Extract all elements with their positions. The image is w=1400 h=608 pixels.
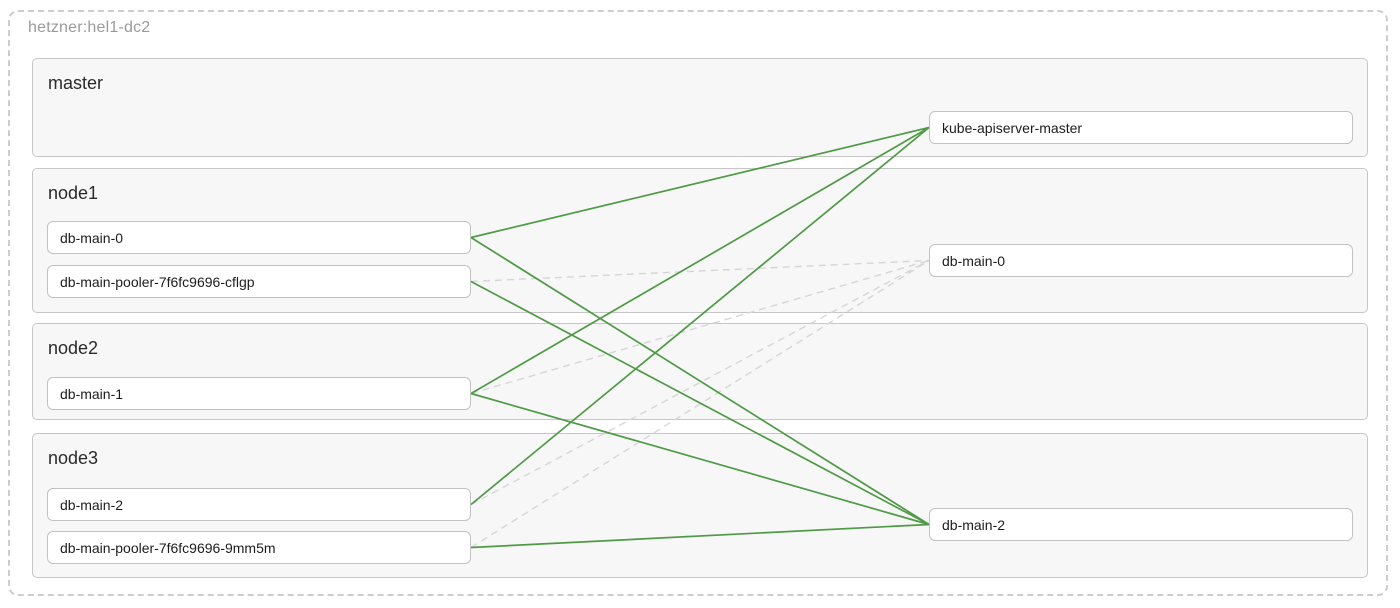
- endpoint-box-db-main-0[interactable]: db-main-0: [929, 244, 1353, 277]
- endpoint-box-db-main-2[interactable]: db-main-2: [929, 508, 1353, 541]
- node-group-label: node2: [48, 338, 99, 358]
- node-group-node2: node2 db-main-1: [32, 323, 1368, 420]
- datacenter-region-label: hetzner:hel1-dc2: [28, 19, 151, 36]
- pod-box-db-main-pooler-cflgp[interactable]: db-main-pooler-7f6fc9696-cflgp: [47, 265, 471, 298]
- pod-box-kube-apiserver-master[interactable]: kube-apiserver-master: [929, 111, 1353, 144]
- node-group-label: node3: [48, 448, 99, 468]
- pod-box-db-main-pooler-9mm5m[interactable]: db-main-pooler-7f6fc9696-9mm5m: [47, 531, 471, 564]
- node-group-label: node1: [48, 183, 99, 203]
- node-group-node1: node1 db-main-0 db-main-pooler-7f6fc9696…: [32, 168, 1368, 313]
- pod-box-db-main-2[interactable]: db-main-2: [47, 488, 471, 521]
- node-group-label: master: [48, 73, 104, 93]
- pod-box-db-main-1[interactable]: db-main-1: [47, 377, 471, 410]
- pod-box-db-main-0[interactable]: db-main-0: [47, 221, 471, 254]
- node-group-master: master kube-apiserver-master: [32, 58, 1368, 157]
- node-group-node3: node3 db-main-2 db-main-pooler-7f6fc9696…: [32, 433, 1368, 578]
